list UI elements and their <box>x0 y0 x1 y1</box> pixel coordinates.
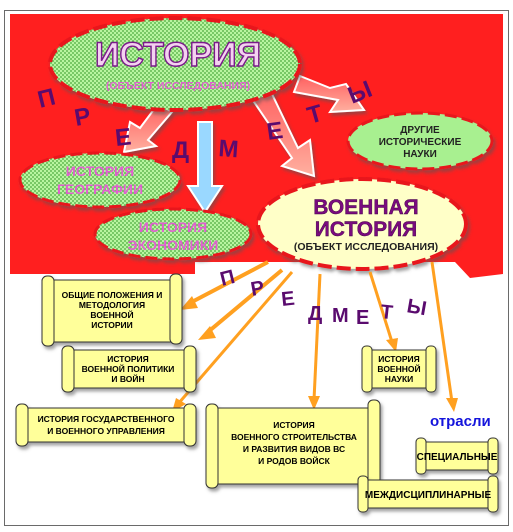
military-node <box>256 177 468 271</box>
geography-line: ГЕОГРАФИИ <box>57 181 143 197</box>
orange-arrows <box>172 260 458 412</box>
predmety-bottom-letter: П <box>218 266 237 291</box>
predmety-bottom-letter: Е <box>280 288 296 311</box>
scroll-science <box>361 345 437 393</box>
scroll-policy <box>61 345 197 393</box>
arrow-to-other <box>292 74 366 114</box>
military-subtitle: (ОБЪЕКТ ИССЛЕДОВАНИЯ) <box>294 241 438 253</box>
predmety-top-letter: Д <box>172 137 189 164</box>
interdisciplinary-node <box>357 475 499 513</box>
predmety-top-letter: Р <box>72 103 92 132</box>
special-label: СПЕЦИАЛЬНЫЕ <box>417 452 498 463</box>
scroll-state <box>15 403 197 447</box>
geography-line: ИСТОРИЯ <box>66 163 134 179</box>
arrow-to-economics <box>186 121 224 214</box>
root-subtitle: (ОБЪЕКТ ИССЛЕДОВАНИЯ) <box>106 80 250 92</box>
scroll-general-line: МЕТОДОЛОГИЯ <box>79 300 145 310</box>
predmety-bottom-letter: М <box>332 305 349 327</box>
arrow-to-military <box>248 88 316 178</box>
economics-line: ИСТОРИЯ <box>139 219 207 235</box>
scroll-policy-line: ВОЕННОЙ ПОЛИТИКИ <box>82 363 175 374</box>
predmety-top-letter: Е <box>114 123 133 152</box>
scroll-science-line: ИСТОРИЯ <box>378 354 420 364</box>
geography-node <box>18 151 182 209</box>
interdisciplinary-label: МЕЖДИСЦИПЛИНАРНЫЕ <box>365 490 492 501</box>
scroll-general-line: ВОЕННОЙ <box>90 309 133 320</box>
scroll-policy-line: И ВОЙН <box>111 373 144 384</box>
predmety-bottom-letter: Т <box>379 301 393 324</box>
predmety-bottom-letter: Е <box>356 307 369 329</box>
scroll-building-line: ВОЕННОГО СТРОИТЕЛЬСТВА <box>231 432 357 442</box>
predmety-top-letter: М <box>218 135 240 163</box>
scroll-policy-line: ИСТОРИЯ <box>107 354 149 364</box>
scroll-building <box>205 399 381 489</box>
scroll-building-line: И РАЗВИТИЯ ВИДОВ ВС <box>243 444 345 454</box>
predmety-bottom-letter: Р <box>249 277 266 301</box>
other-sciences-node <box>346 111 494 171</box>
scroll-building-line: И РОДОВ ВОЙСК <box>258 455 330 466</box>
arrow-to-geography <box>122 102 174 154</box>
special-node <box>415 437 499 475</box>
root-node <box>48 16 302 112</box>
other-sciences-line: ДРУГИЕ <box>400 125 440 136</box>
predmety-bottom: П Р Е Д М Е Т Ы <box>218 266 428 329</box>
scroll-general <box>41 273 183 347</box>
predmety-top-letter: Е <box>265 117 285 146</box>
predmety-bottom-letter: Ы <box>405 295 428 320</box>
other-sciences-line: ИСТОРИЧЕСКИЕ <box>379 137 462 148</box>
predmety-top: П Р Е Д М Е Т Ы <box>35 76 376 164</box>
scroll-state-line: И ВОЕННОГО УПРАВЛЕНИЯ <box>47 426 165 436</box>
scroll-building-line: ИСТОРИЯ <box>273 420 315 430</box>
scroll-science-line: НАУКИ <box>385 374 414 384</box>
economics-line: ЭКОНОМИКИ <box>128 237 219 253</box>
scroll-state-line: ИСТОРИЯ ГОСУДАРСТВЕННОГО <box>38 414 175 424</box>
otrasli-label: отрасли <box>430 413 491 430</box>
military-title-line: ВОЕННАЯ <box>313 196 419 219</box>
military-title-line: ИСТОРИЯ <box>315 218 418 241</box>
root-title: ИСТОРИЯ <box>95 36 261 74</box>
scroll-general-line: ИСТОРИИ <box>91 320 133 330</box>
scroll-science-line: ВОЕННОЙ <box>377 363 420 374</box>
predmety-bottom-letter: Д <box>308 303 322 325</box>
other-sciences-line: НАУКИ <box>403 149 437 160</box>
predmety-top-letter: П <box>35 83 58 113</box>
economics-node <box>93 207 253 261</box>
scroll-general-line: ОБЩИЕ ПОЛОЖЕНИЯ И <box>62 290 163 300</box>
